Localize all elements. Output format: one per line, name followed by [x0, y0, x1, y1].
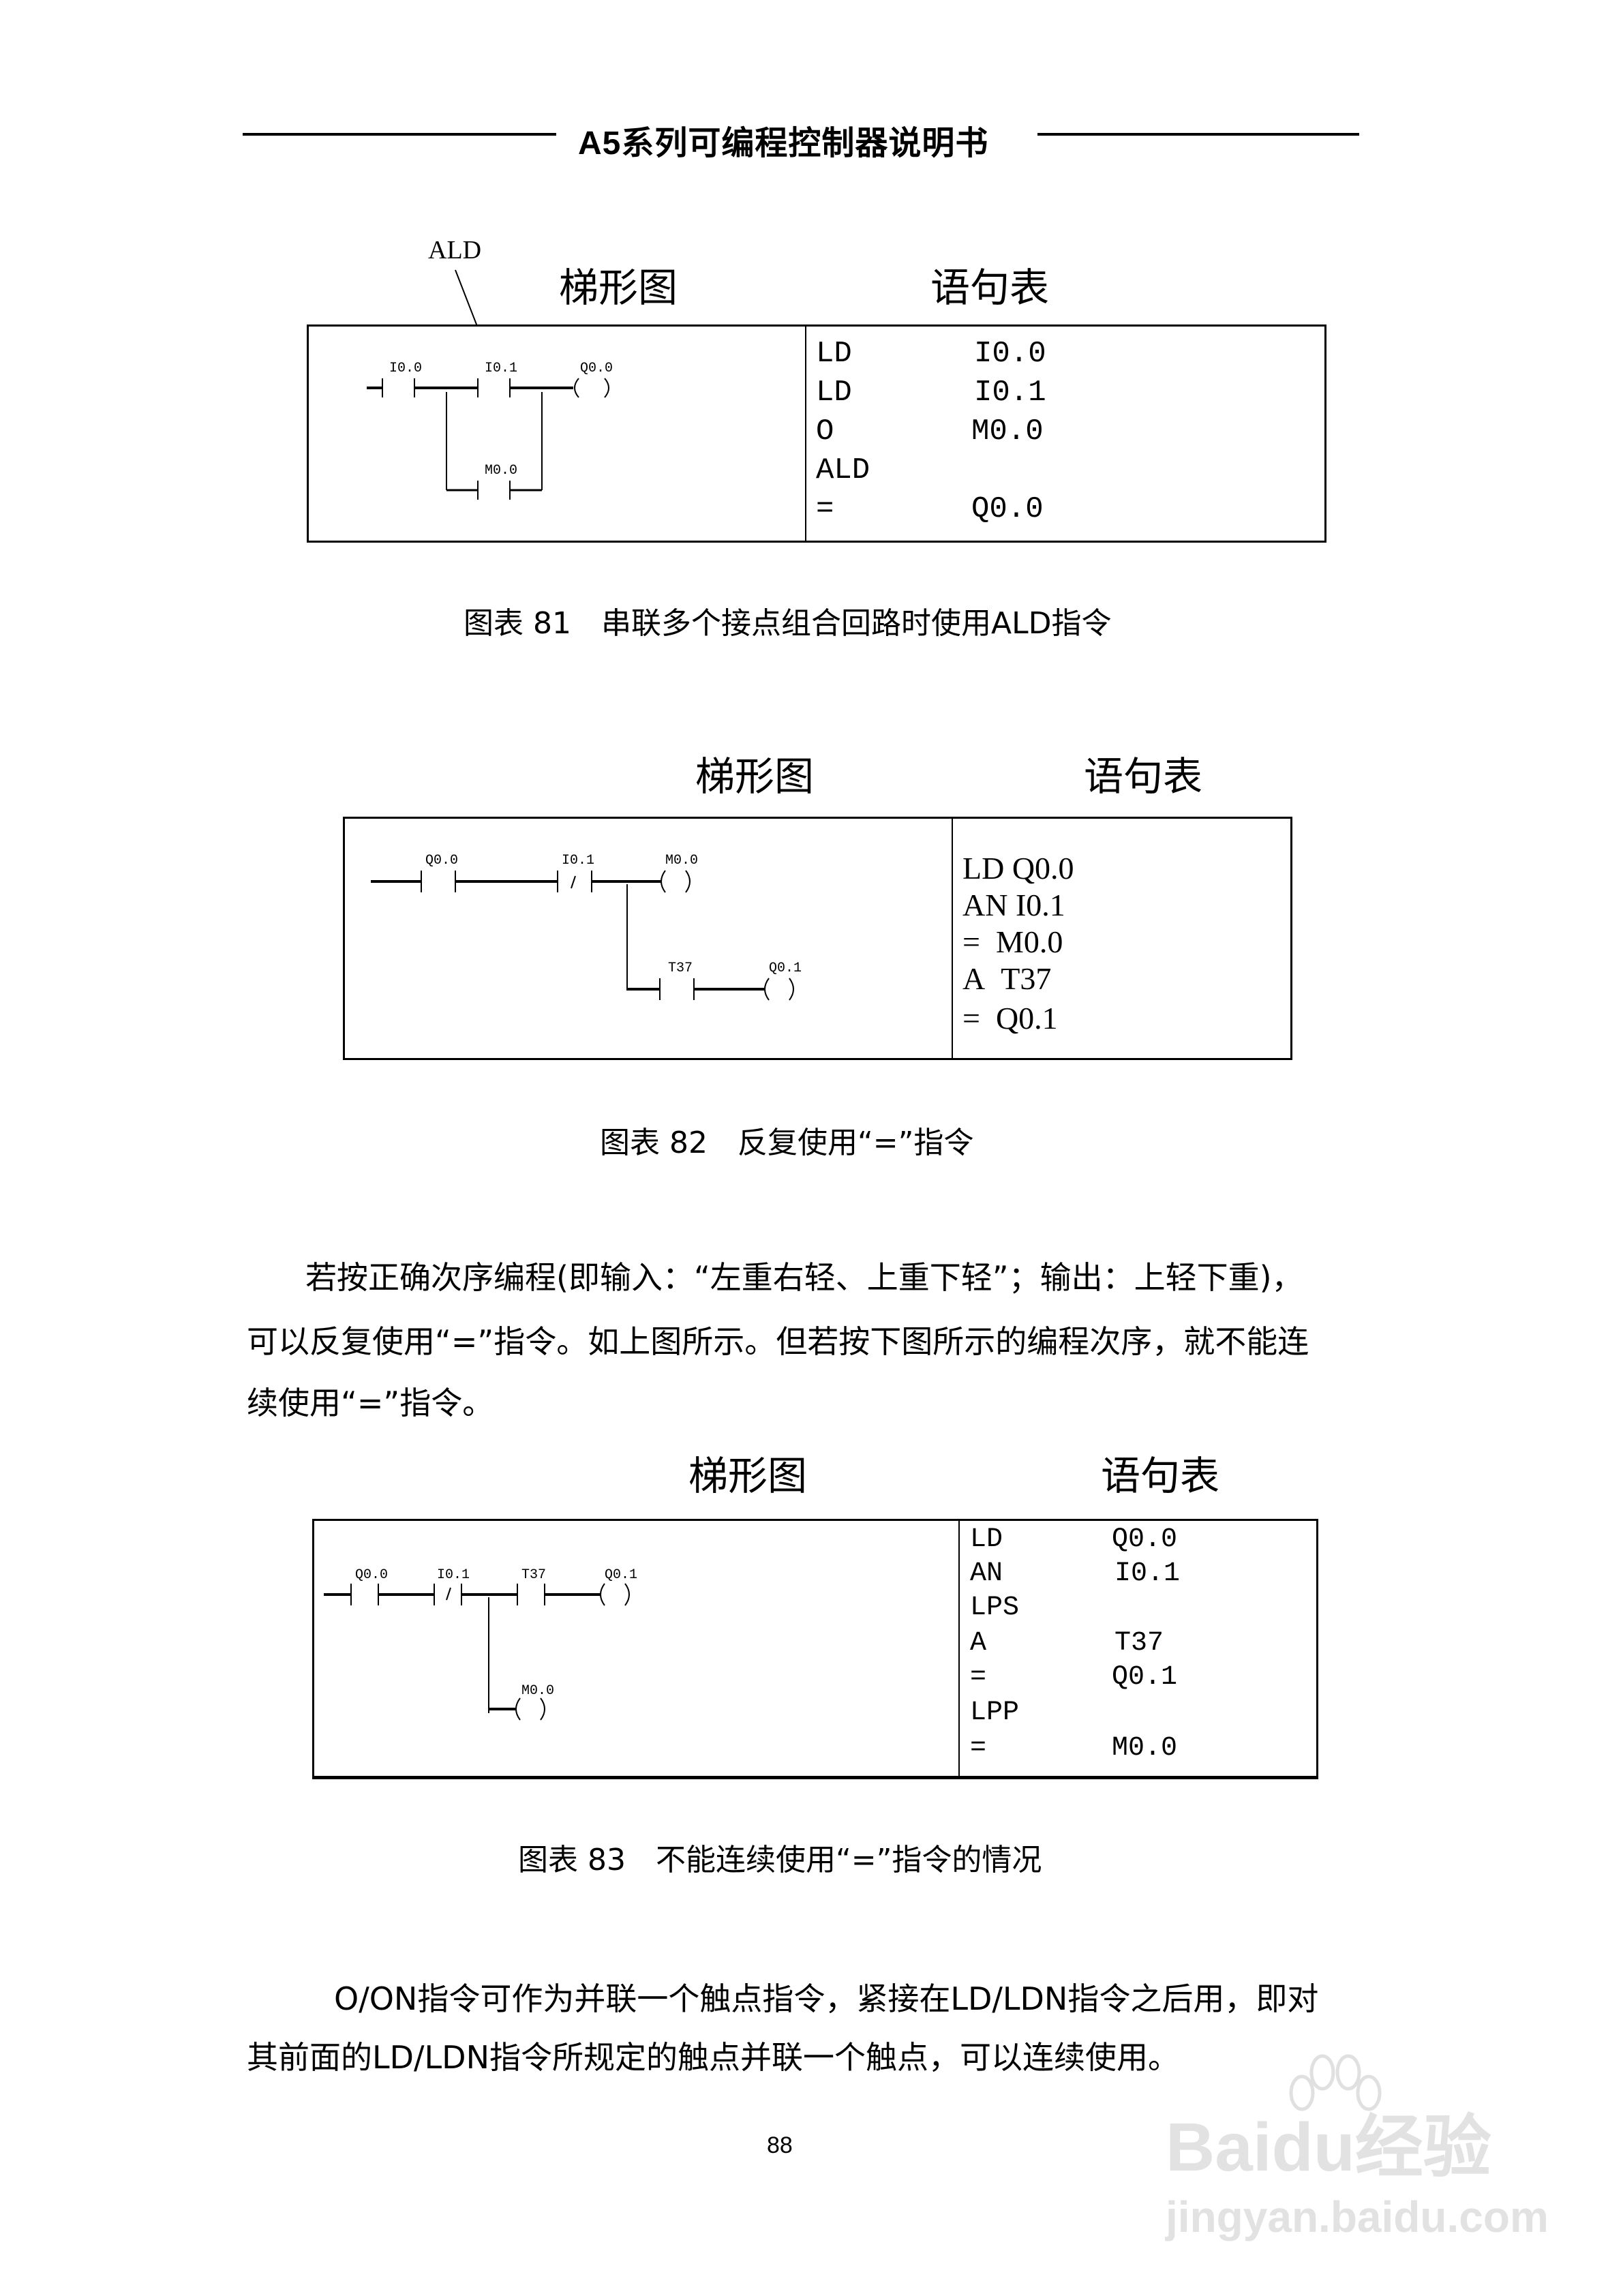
figure-divider [958, 1521, 960, 1776]
ladder-diagram: I0.0 I0.1 Q0.0 M0.0 [367, 361, 613, 500]
contact-label: Q0.0 [355, 1567, 388, 1583]
ladder-diagram-heading: 梯形图 [559, 265, 678, 311]
statement-list-heading: 语句表 [1084, 753, 1203, 800]
contact-label: Q0.0 [425, 853, 458, 868]
stl-line: =Q0.1 [970, 1662, 1178, 1693]
body-paragraph-line: 其前面的LD/LDN指令所规定的触点并联一个触点，可以连续使用。 [247, 2039, 1180, 2076]
stl-line: LD Q0.0 [962, 851, 1074, 886]
figure-divider [952, 819, 953, 1058]
figure-82-caption: 图表 82 反复使用“=”指令 [600, 1126, 974, 1160]
contact-label: T37 [668, 961, 693, 976]
contact-label: I0.1 [485, 361, 517, 376]
contact-label: M0.0 [485, 463, 517, 479]
figure-81-caption: 图表 81 串联多个接点组合回路时使用ALD指令 [464, 606, 1112, 641]
statement-list-heading: 语句表 [930, 265, 1050, 311]
ladder-diagram-heading: 梯形图 [688, 1453, 808, 1499]
paw-logo-icon [1289, 2054, 1382, 2111]
coil-label: Q0.1 [605, 1567, 637, 1583]
ladder-diagram: Q0.0 I0.1 M0.0 T37 Q0.1 [371, 853, 802, 1001]
ladder-diagram: Q0.0 I0.1 T37 Q0.1 M0.0 [324, 1567, 637, 1721]
stl-line: AN I0.1 [962, 888, 1065, 922]
stl-line: LPP [970, 1697, 1020, 1728]
ald-annotation-label: ALD [428, 236, 482, 265]
baidu-jingyan-watermark: Baidu经验 jingyan.baidu.com [1152, 2052, 1549, 2256]
coil-label: Q0.0 [580, 361, 613, 376]
stl-line: = M0.0 [962, 924, 1063, 959]
stl-line: =M0.0 [970, 1733, 1178, 1764]
header-rule-left [243, 133, 556, 136]
body-paragraph-line: 续使用“=”指令。 [247, 1385, 494, 1421]
figure-divider [805, 327, 806, 541]
stl-line: ALD [816, 453, 870, 487]
contact-label: I0.0 [389, 361, 422, 376]
coil-label: M0.0 [521, 1683, 554, 1699]
stl-line: A T37 [962, 961, 1052, 996]
coil-label: M0.0 [665, 853, 698, 868]
page-title: A5系列可编程控制器说明书 [578, 125, 989, 162]
ladder-diagram-heading: 梯形图 [695, 753, 815, 800]
watermark-url: jingyan.baidu.com [1166, 2192, 1549, 2241]
body-paragraph-line: 若按正确次序编程(即输入：“左重右轻、上重下轻”；输出：上轻下重)， [305, 1259, 1303, 1296]
statement-list-heading: 语句表 [1101, 1453, 1220, 1499]
page-number: 88 [767, 2132, 793, 2158]
coil-label: Q0.1 [769, 961, 802, 976]
figure-83-caption: 图表 83 不能连续使用“=”指令的情况 [518, 1843, 1042, 1877]
stl-line: LPS [970, 1592, 1020, 1623]
contact-label: T37 [521, 1567, 546, 1583]
contact-label: I0.1 [562, 853, 594, 868]
body-paragraph-line: 可以反复使用“=”指令。如上图所示。但若按下图所示的编程次序，就不能连 [247, 1323, 1309, 1360]
header-rule-right [1037, 133, 1359, 136]
contact-label: I0.1 [437, 1567, 470, 1583]
figure-82-box: Q0.0 I0.1 M0.0 T37 Q0.1 LD Q0.0 AN I0.1 … [343, 817, 1292, 1060]
body-paragraph-line: O/ON指令可作为并联一个触点指令，紧接在LD/LDN指令之后用，即对 [334, 1980, 1319, 2017]
stl-line: =Q0.0 [816, 492, 1044, 526]
stl-line: = Q0.1 [962, 1001, 1058, 1036]
watermark-logo-text: Baidu经验 [1166, 2107, 1491, 2187]
